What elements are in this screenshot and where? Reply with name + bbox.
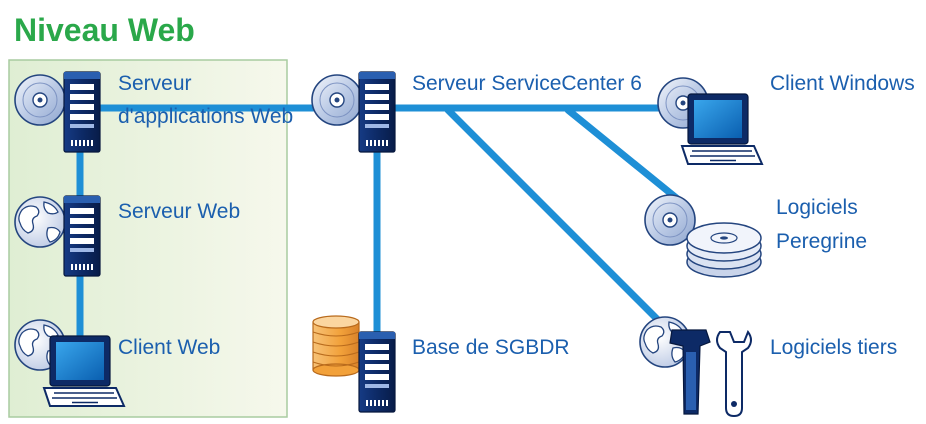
third-party-label: Logiciels tiers [770, 336, 897, 359]
servicecenter-label: Serveur ServiceCenter 6 [412, 72, 642, 95]
disk-stack-icon [686, 222, 762, 278]
servicecenter-node [311, 71, 396, 153]
peregrine-label-line2: Peregrine [776, 230, 867, 253]
web-client-label: Client Web [118, 336, 220, 359]
link-sc-to-third-party [444, 106, 682, 344]
globe-icon [14, 196, 66, 248]
server-tower-icon [63, 71, 101, 153]
server-tower-icon [63, 195, 101, 277]
database-node [312, 315, 396, 413]
third-party-node [639, 316, 752, 418]
peregrine-node [644, 194, 762, 278]
windows-client-node [657, 77, 763, 165]
windows-client-label: Client Windows [770, 72, 915, 95]
cd-icon [14, 74, 66, 126]
server-tower-icon [358, 331, 396, 413]
app-server-label-line1: Serveur [118, 72, 192, 95]
database-label: Base de SGBDR [412, 336, 570, 359]
link-sc-to-peregrine [564, 106, 689, 209]
database-icon [312, 315, 360, 377]
web-server-label: Serveur Web [118, 200, 240, 223]
app-server-label-line2: d'applications Web [118, 105, 293, 128]
peregrine-label-line1: Logiciels [776, 196, 858, 219]
cd-icon [311, 74, 363, 126]
tools-icon [669, 329, 752, 418]
diagram-title: Niveau Web [14, 12, 195, 48]
laptop-icon [681, 93, 763, 165]
server-tower-icon [358, 71, 396, 153]
